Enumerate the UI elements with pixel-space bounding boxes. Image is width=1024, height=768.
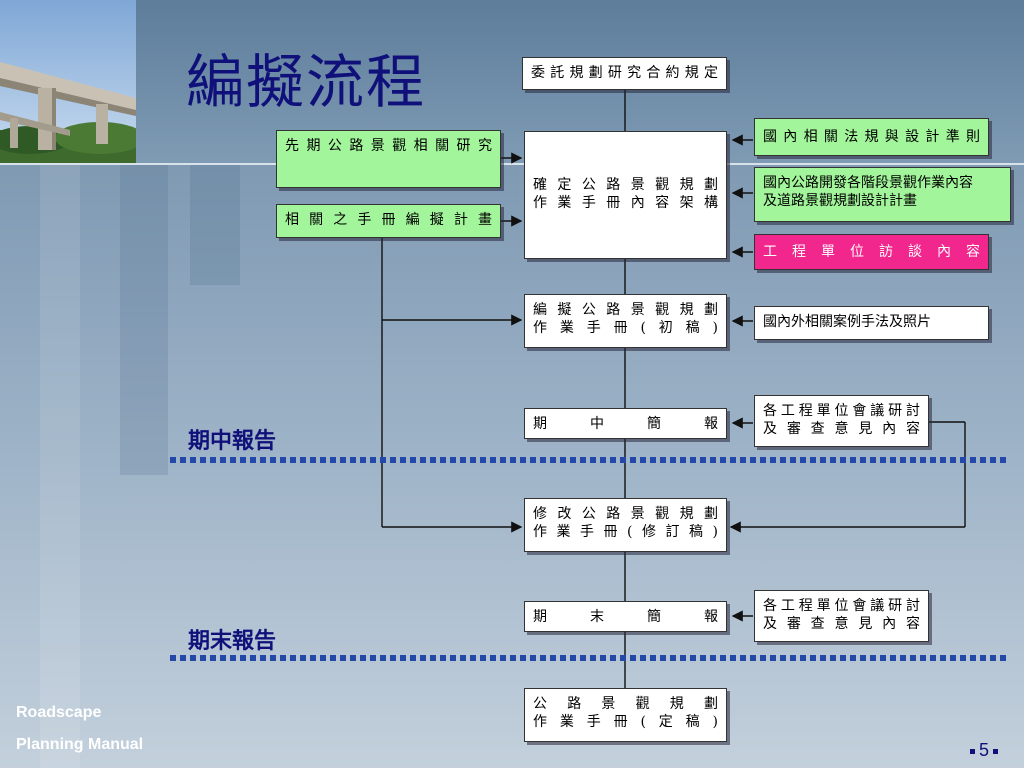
review1-box: 各工程單位會議研討 及審查意見內容 [754,395,929,447]
final-brief-box: 期末簡報 [524,601,727,632]
review2-label-line2: 及審查意見內容 [763,616,920,632]
footer-line2: Planning Manual [16,736,144,753]
domestic-rules-box: 國內相關法規與設計準則 [754,118,989,156]
final-label-line2: 作業手冊(定稿) [533,714,718,730]
mid-report-marker: 期中報告 [188,429,277,454]
revised-label-line1: 修改公路景觀規劃 [533,506,718,522]
final-box: 公路景觀規劃 作業手冊(定稿) [524,688,727,742]
prior-research-label: 先期公路景觀相關研究 [285,138,492,154]
revised-label-line2: 作業手冊(修訂稿) [533,524,718,540]
page-number: 5 [966,740,1002,761]
end-report-marker: 期末報告 [188,629,277,654]
review2-box: 各工程單位會議研討 及審查意見內容 [754,590,929,642]
background-stripe [190,165,240,285]
revised-box: 修改公路景觀規劃 作業手冊(修訂稿) [524,498,727,552]
review2-label-line1: 各工程單位會議研討 [763,598,920,614]
final-brief-label: 期末簡報 [533,609,718,625]
prior-research-box: 先期公路景觀相關研究 [276,130,501,188]
domestic-stages-box: 國內公路開發各階段景觀作業內容 及道路景觀規劃設計計畫 [754,167,1011,222]
mid-brief-box: 期中簡報 [524,408,727,439]
header-divider [0,163,1024,165]
bullet-icon [970,748,975,754]
framework-label-line2: 作業手冊內容架構 [533,195,718,211]
final-label-line1: 公路景觀規劃 [533,696,718,712]
interviews-label: 工程單位訪談內容 [763,244,980,260]
framework-label-line1: 確定公路景觀規劃 [533,177,718,193]
domestic-rules-label: 國內相關法規與設計準則 [763,129,980,145]
end-report-divider [170,655,1010,661]
domestic-stages-label-line1: 國內公路開發各階段景觀作業內容 [763,175,973,191]
review1-label-line1: 各工程單位會議研討 [763,403,920,419]
bullet-icon [993,748,999,754]
page-title: 編擬流程 [186,48,427,116]
cases-label: 國內外相關案例手法及照片 [763,314,931,330]
review1-label-line2: 及審查意見內容 [763,421,920,437]
manual-plan-box: 相關之手冊編擬計畫 [276,204,501,238]
mid-brief-label: 期中簡報 [533,416,718,432]
framework-box: 確定公路景觀規劃 作業手冊內容架構 [524,131,727,259]
bridge-photo [0,0,136,163]
contract-label: 委託規劃研究合約規定 [531,65,718,81]
draft-label-line2: 作業手冊(初稿) [533,320,718,336]
manual-plan-label: 相關之手冊編擬計畫 [285,212,492,228]
draft-box: 編擬公路景觀規劃 作業手冊(初稿) [524,294,727,348]
background-stripe [120,165,168,475]
mid-report-divider [170,457,1010,463]
cases-box: 國內外相關案例手法及照片 [754,306,989,340]
interviews-box: 工程單位訪談內容 [754,234,989,270]
domestic-stages-label-line2: 及道路景觀規劃設計計畫 [763,193,917,209]
page-number-value: 5 [979,740,990,760]
contract-box: 委託規劃研究合約規定 [522,57,727,90]
draft-label-line1: 編擬公路景觀規劃 [533,302,718,318]
footer-line1: Roadscape [16,704,102,721]
background-stripe [40,165,80,768]
